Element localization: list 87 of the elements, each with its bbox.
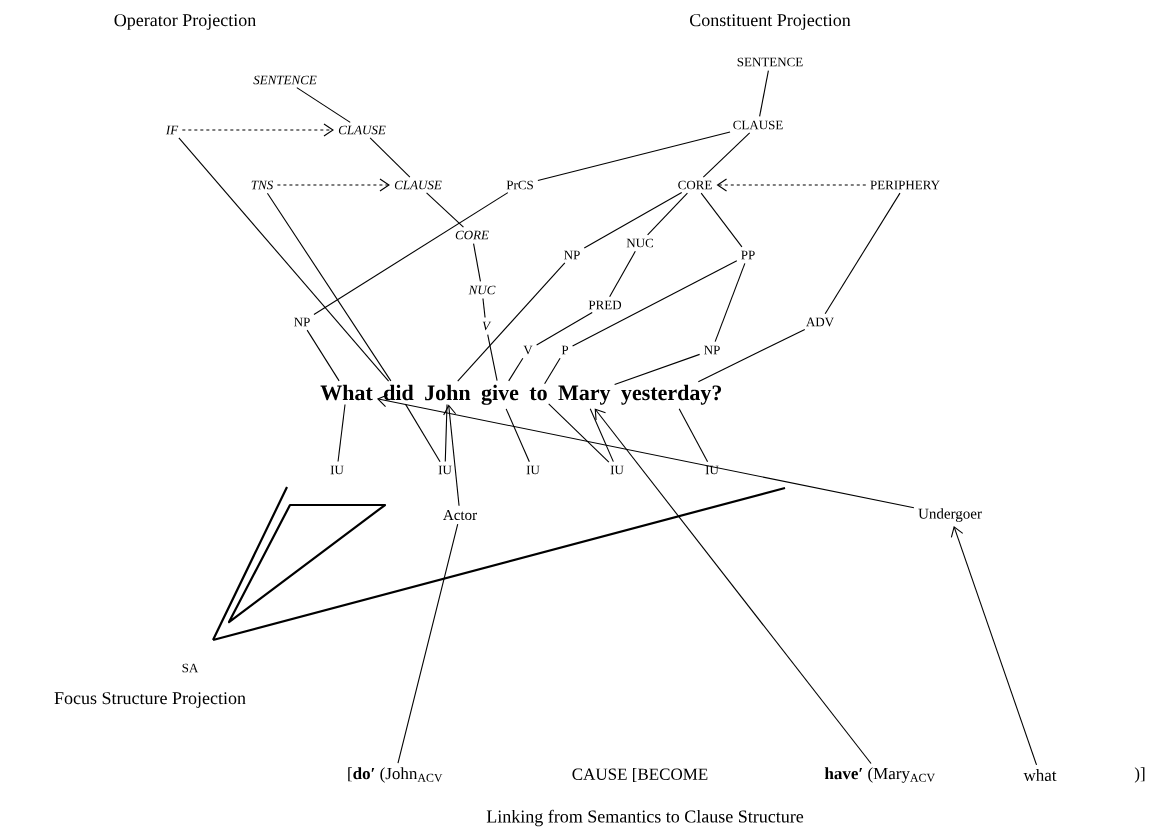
tree-line (337, 403, 346, 463)
tree-line (700, 192, 743, 248)
semantic-term: CAUSE [BECOME (572, 768, 708, 783)
macrorole-label: Actor (443, 510, 477, 521)
tree-line (548, 403, 610, 463)
category-label: CORE (678, 180, 712, 190)
category-label: CLAUSE (733, 120, 783, 130)
category-label: NUC (626, 238, 653, 248)
tree-line (505, 408, 530, 463)
tree-line (697, 328, 806, 383)
category-label: IU (526, 465, 540, 475)
tree-line (482, 298, 486, 318)
tree-line (583, 192, 683, 249)
category-label: PERIPHERY (870, 180, 940, 190)
sentence-word: John (425, 384, 471, 401)
tree-line (313, 192, 509, 316)
tree-line (306, 329, 340, 382)
category-label: V (523, 345, 533, 355)
tree-line (544, 357, 561, 385)
tree-line (536, 311, 593, 346)
arrow (716, 178, 867, 192)
operator-label: CORE (455, 230, 489, 240)
arrow (376, 394, 915, 509)
operator-label: SENTENCE (253, 75, 317, 85)
sentence-word: yesterday? (621, 384, 722, 405)
sentence-word: did (384, 384, 414, 401)
tree-line (397, 523, 459, 764)
category-label: PP (741, 250, 755, 260)
sentence-word: to (529, 387, 547, 401)
category-label: PrCS (506, 180, 533, 190)
tree-line (457, 262, 566, 382)
operator-label: CLAUSE (394, 180, 442, 190)
category-label: IU (610, 465, 624, 475)
category-label: IU (330, 465, 344, 475)
semantic-term: )] (1134, 767, 1145, 783)
sentence-word: Mary (558, 385, 611, 405)
tree-line (678, 408, 709, 463)
category-label: NP (294, 317, 310, 327)
category-label: SENTENCE (737, 57, 803, 67)
tree-line (647, 192, 688, 236)
arrow (950, 525, 1038, 766)
tree-line (296, 87, 351, 123)
category-label: P (561, 345, 569, 355)
tree-line (537, 131, 731, 182)
section-heading: Linking from Semantics to Clause Structure (486, 809, 804, 827)
category-label: NP (704, 345, 720, 355)
tree-line (614, 353, 701, 385)
sentence-word: give (481, 384, 519, 405)
arrow (181, 123, 334, 137)
tree-line (508, 357, 524, 382)
arrow (594, 408, 872, 765)
tree-line (404, 403, 441, 463)
operator-label: V (482, 321, 492, 331)
sentence-word: What (320, 384, 373, 401)
tree-line (759, 70, 769, 117)
section-heading: Operator Projection (114, 14, 256, 30)
tree-line (444, 403, 448, 463)
tree-line (487, 333, 498, 382)
tree-line (266, 192, 392, 382)
category-label: IU (705, 465, 719, 475)
tree-line (824, 192, 901, 315)
arrow (443, 404, 460, 507)
category-label: SA (182, 663, 199, 673)
tree-line (178, 137, 390, 382)
section-heading: Focus Structure Projection (54, 692, 246, 708)
operator-label: TNS (251, 180, 273, 190)
semantic-term: what (1023, 769, 1057, 781)
operator-label: CLAUSE (338, 125, 386, 135)
tree-line (714, 262, 746, 343)
operator-label: IF (165, 125, 179, 135)
category-label: NP (564, 250, 580, 260)
tree-line (589, 408, 614, 463)
semantic-term: [do′ (John$_{ACV}$ (348, 767, 443, 783)
section-heading: Constituent Projection (690, 14, 851, 30)
tree-line (369, 137, 411, 178)
arrow (276, 178, 390, 192)
category-label: ADV (806, 317, 834, 327)
macrorole-label: Undergoer (918, 508, 982, 522)
tree-line (426, 192, 464, 228)
tree-line (473, 243, 481, 283)
tree-line (572, 260, 738, 347)
tree-line (609, 250, 636, 298)
category-label: PRED (588, 300, 622, 310)
category-label: IU (438, 465, 452, 475)
tree-line (702, 132, 751, 178)
semantic-term: have′ (Mary$_{ACV}$ (824, 767, 935, 783)
operator-label: NUC (468, 285, 496, 295)
